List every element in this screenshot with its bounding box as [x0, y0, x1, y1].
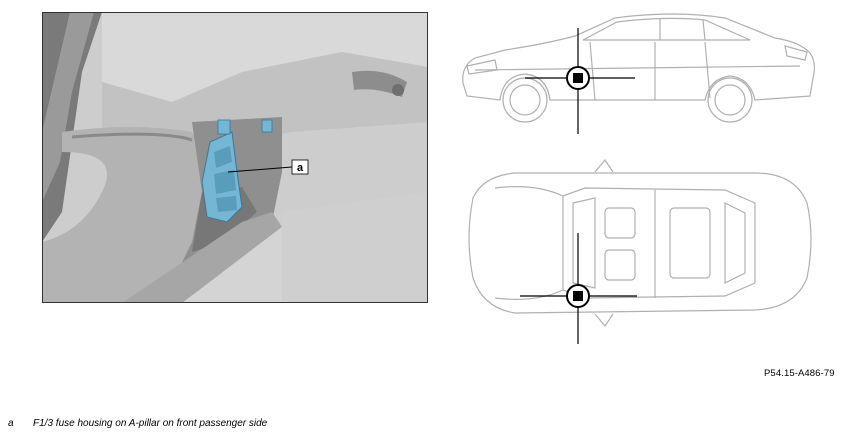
legend-text: F1/3 fuse housing on A-pillar on front p…	[33, 418, 268, 429]
a-pillar-interior-illustration: a	[42, 12, 428, 303]
legend-item: a F1/3 fuse housing on A-pillar on front …	[8, 418, 267, 429]
locator-marker-icon-top	[520, 233, 637, 344]
figure-reference-code: P54.15-A486-79	[764, 368, 835, 379]
locator-marker-icon	[525, 28, 635, 134]
vehicle-top-view-diagram	[468, 158, 812, 344]
callout-label-box	[291, 159, 309, 175]
legend-key: a	[8, 418, 14, 429]
callout-label: a	[297, 162, 304, 174]
vehicle-side-view-diagram	[462, 13, 816, 134]
fuse-housing-highlight	[201, 119, 273, 223]
callout-leader-line	[227, 166, 293, 173]
